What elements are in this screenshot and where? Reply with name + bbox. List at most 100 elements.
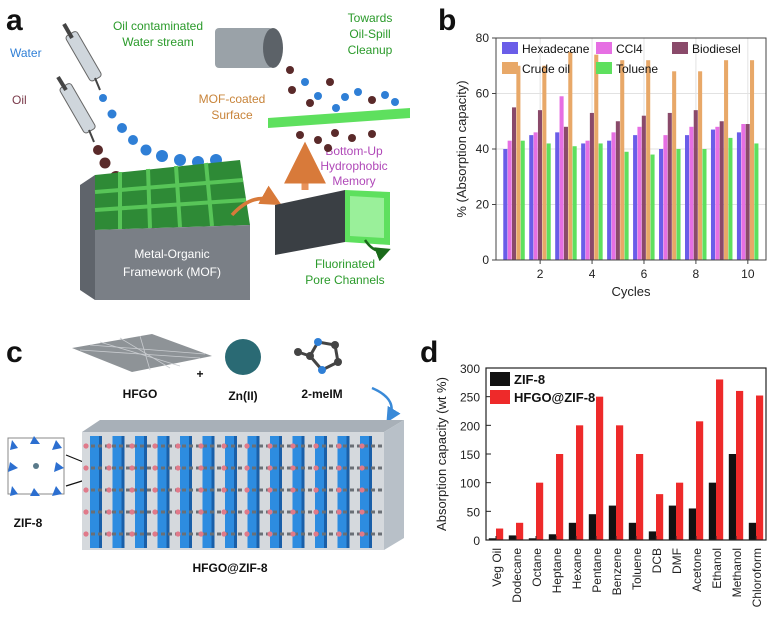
node-3-10 xyxy=(313,509,319,515)
panel-d-bars xyxy=(488,379,764,540)
panel-b-letter: b xyxy=(438,4,456,37)
bar-zif8-dodecane xyxy=(508,535,516,540)
node-3-6 xyxy=(221,509,227,515)
curved-arrow-icon xyxy=(230,185,282,217)
melm-label: 2-meIM xyxy=(301,387,342,401)
bar-toluene-cycle-2 xyxy=(546,143,551,260)
panel-c-letter: c xyxy=(6,336,23,369)
legend-label-3: Crude oil xyxy=(522,62,570,76)
hfgo-sheet-icon xyxy=(72,334,212,372)
bar-toluene-cycle-3 xyxy=(572,146,577,260)
node-0-4 xyxy=(175,443,181,449)
bar-crude-oil-cycle-8 xyxy=(698,71,703,260)
node-2-9 xyxy=(290,487,296,493)
node-1-6 xyxy=(221,465,227,471)
blue-column-7 xyxy=(247,436,257,548)
zn-label: Zn(II) xyxy=(228,389,257,403)
pore-channel xyxy=(275,190,391,262)
node-2-7 xyxy=(244,487,250,493)
x-tick-label-pentane: Pentane xyxy=(590,548,604,593)
x-tick-label-toluene: Toluene xyxy=(630,548,644,590)
x-tick-label-heptane: Heptane xyxy=(550,548,564,594)
pipe-icon xyxy=(215,28,283,68)
bar-hfgo-zif8-chloroform xyxy=(756,395,764,540)
bar-biodiesel-cycle-1 xyxy=(511,107,517,260)
bar-toluene-cycle-8 xyxy=(702,149,707,260)
x-tick-label-ethanol: Ethanol xyxy=(710,548,724,589)
bar-toluene-cycle-6 xyxy=(650,154,655,260)
node-4-11 xyxy=(336,531,342,537)
hfgo-label: HFGO xyxy=(123,387,158,401)
zif8-label: ZIF-8 xyxy=(14,516,43,530)
bar-hfgo-zif8-benzene xyxy=(616,425,624,540)
node-3-3 xyxy=(152,509,158,515)
x-tick-label-chloroform: Chloroform xyxy=(750,548,764,607)
mof-label-line2: Framework (MOF) xyxy=(123,265,221,279)
blue-column-11 xyxy=(337,436,347,548)
bar-zif8-octane xyxy=(528,538,536,540)
blue-column-shade-0 xyxy=(99,436,102,548)
bar-hfgo-zif8-methanol xyxy=(736,390,744,540)
node-1-12 xyxy=(359,465,365,471)
bar-crude-oil-cycle-7 xyxy=(672,71,677,260)
blue-column-3 xyxy=(157,436,167,548)
bar-ccl4-cycle-5 xyxy=(611,132,616,260)
panel-a: a Water Oil xyxy=(6,4,410,300)
pore-label-line1: Fluorinated xyxy=(315,257,375,271)
node-3-5 xyxy=(198,509,204,515)
node-1-5 xyxy=(198,465,204,471)
x-tick-label-acetone: Acetone xyxy=(690,548,704,592)
bar-hexadecane-cycle-3 xyxy=(555,132,560,260)
node-0-5 xyxy=(198,443,204,449)
legend-label-2: Biodiesel xyxy=(692,42,741,56)
bar-biodiesel-cycle-10 xyxy=(745,124,750,261)
x-tick-label-octane: Octane xyxy=(530,548,544,587)
node-2-3 xyxy=(152,487,158,493)
blue-column-shade-10 xyxy=(324,436,327,548)
bar-ccl4-cycle-6 xyxy=(637,126,642,260)
legend-label-0: Hexadecane xyxy=(522,42,590,56)
bar-hfgo-zif8-dcb xyxy=(656,494,664,540)
bar-crude-oil-cycle-4 xyxy=(594,54,599,261)
blue-column-shade-11 xyxy=(346,436,350,548)
x-tick-label-10: 10 xyxy=(741,267,755,281)
curved-blue-arrow-icon xyxy=(371,386,401,423)
bar-zif8-veg-oil xyxy=(488,538,496,540)
bar-hexadecane-cycle-9 xyxy=(710,129,716,260)
node-2-10 xyxy=(313,487,319,493)
bar-zif8-heptane xyxy=(548,534,556,540)
zif8-structure-icon xyxy=(7,436,65,496)
node-4-3 xyxy=(152,531,158,537)
node-4-7 xyxy=(244,531,250,537)
bar-hexadecane-cycle-8 xyxy=(685,135,690,260)
blue-column-4 xyxy=(180,436,189,548)
bar-crude-oil-cycle-9 xyxy=(724,60,729,261)
bar-biodiesel-cycle-8 xyxy=(693,110,698,261)
stream-label-line2: Water stream xyxy=(122,35,194,49)
blue-column-shade-8 xyxy=(279,436,282,548)
node-1-1 xyxy=(106,465,112,471)
x-tick-label-2: 2 xyxy=(537,267,544,281)
bar-zif8-toluene xyxy=(628,522,636,540)
bar-zif8-chloroform xyxy=(748,522,756,540)
legend-label-0: ZIF-8 xyxy=(514,372,545,387)
bar-hexadecane-cycle-2 xyxy=(529,135,534,260)
panel-d-letter: d xyxy=(420,336,438,369)
bar-zif8-ethanol xyxy=(708,482,716,540)
node-0-9 xyxy=(290,443,296,449)
oil-drops-under-surface xyxy=(296,129,376,152)
bar-hexadecane-cycle-5 xyxy=(607,140,612,260)
oil-syringe-icon xyxy=(56,75,96,143)
blue-column-12 xyxy=(360,436,369,548)
legend-swatch-3 xyxy=(502,62,518,74)
towards-label-line2: Oil-Spill xyxy=(349,27,390,41)
water-label: Water xyxy=(10,46,42,60)
node-4-2 xyxy=(129,531,135,537)
y-tick-label-50: 50 xyxy=(467,505,481,519)
bar-ccl4-cycle-9 xyxy=(715,126,720,260)
y-tick-label-100: 100 xyxy=(460,477,480,491)
node-4-9 xyxy=(290,531,296,537)
mof-cube: Metal-Organic Framework (MOF) xyxy=(80,160,250,300)
y-tick-label-0: 0 xyxy=(473,534,480,548)
node-4-0 xyxy=(83,531,89,537)
